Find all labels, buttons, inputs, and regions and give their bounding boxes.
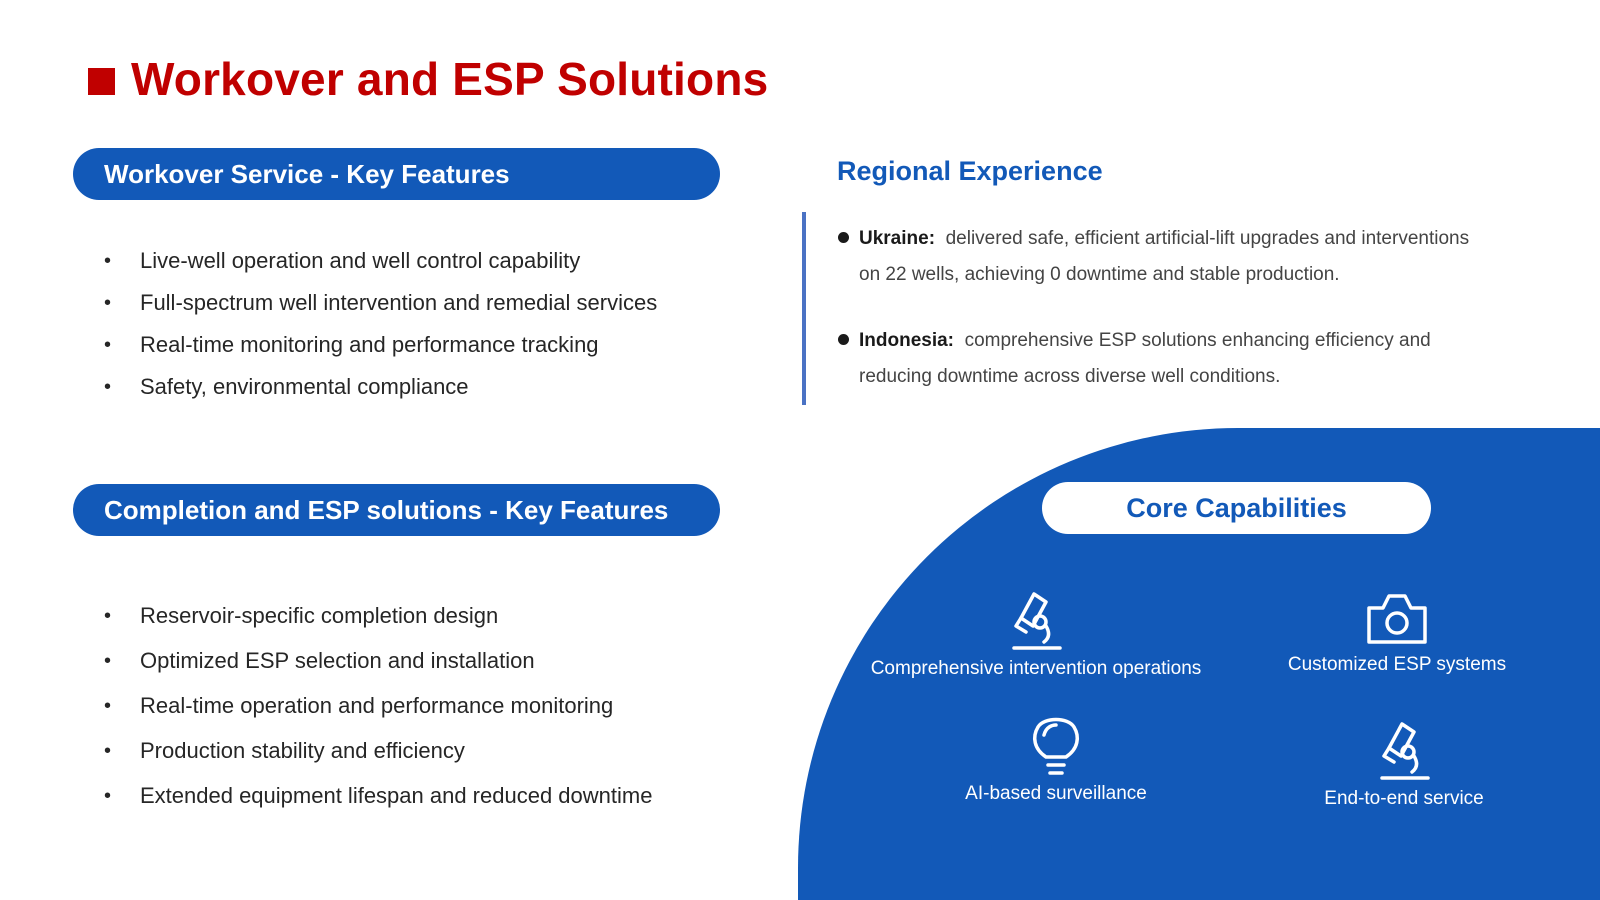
- capability-label: AI-based surveillance: [965, 783, 1147, 804]
- capability-label: Customized ESP systems: [1287, 654, 1507, 675]
- bullet-dot-icon: [838, 232, 849, 243]
- list-item: Live-well operation and well control cap…: [100, 246, 657, 288]
- regional-item-continuation: on 22 wells, achieving 0 downtime and st…: [859, 264, 1340, 285]
- core-capabilities-title: Core Capabilities: [1042, 482, 1431, 534]
- bullet-dot-icon: [838, 334, 849, 345]
- regional-item-text: delivered safe, efficient artificial-lif…: [945, 228, 1470, 249]
- list-item: Real-time operation and performance moni…: [100, 691, 652, 736]
- list-item: Full-spectrum well intervention and reme…: [100, 288, 657, 330]
- lightbulb-icon: [1032, 717, 1080, 775]
- page-title-text: Workover and ESP Solutions: [131, 53, 769, 105]
- title-square-icon: [88, 67, 115, 95]
- list-item: Safety, environmental compliance: [100, 372, 657, 414]
- microscope-icon: [1380, 722, 1430, 780]
- microscope-icon: [1012, 592, 1062, 650]
- list-item: Optimized ESP selection and installation: [100, 646, 652, 691]
- regional-item-text: comprehensive ESP solutions enhancing ef…: [964, 330, 1431, 351]
- workover-heading: Workover Service - Key Features: [73, 148, 720, 200]
- regional-item-label: Indonesia:: [859, 330, 955, 351]
- regional-item-ukraine: Ukraine: delivered safe, efficient artif…: [838, 221, 1538, 293]
- completion-heading: Completion and ESP solutions - Key Featu…: [73, 484, 720, 536]
- workover-feature-list: Live-well operation and well control cap…: [100, 246, 657, 414]
- capability-ai-surveillance: AI-based surveillance: [856, 713, 1256, 805]
- regional-item-indonesia: Indonesia: comprehensive ESP solutions e…: [838, 323, 1538, 395]
- list-item: Production stability and efficiency: [100, 736, 652, 781]
- camera-icon: [1367, 594, 1427, 644]
- page-title: Workover and ESP Solutions: [88, 52, 768, 106]
- capability-intervention: Comprehensive intervention operations: [836, 588, 1236, 680]
- regional-item-label: Ukraine:: [859, 228, 936, 249]
- regional-item-continuation: reducing downtime across diverse well co…: [859, 366, 1281, 387]
- capability-esp-systems: Customized ESP systems: [1197, 590, 1597, 676]
- capability-label: Comprehensive intervention operations: [870, 658, 1202, 679]
- completion-feature-list: Reservoir-specific completion design Opt…: [100, 601, 652, 826]
- regional-divider: [802, 212, 806, 405]
- list-item: Reservoir-specific completion design: [100, 601, 652, 646]
- capability-end-to-end: End-to-end service: [1204, 718, 1600, 810]
- list-item: Real-time monitoring and performance tra…: [100, 330, 657, 372]
- regional-title: Regional Experience: [837, 156, 1103, 186]
- list-item: Extended equipment lifespan and reduced …: [100, 781, 652, 826]
- capability-label: End-to-end service: [1324, 788, 1484, 809]
